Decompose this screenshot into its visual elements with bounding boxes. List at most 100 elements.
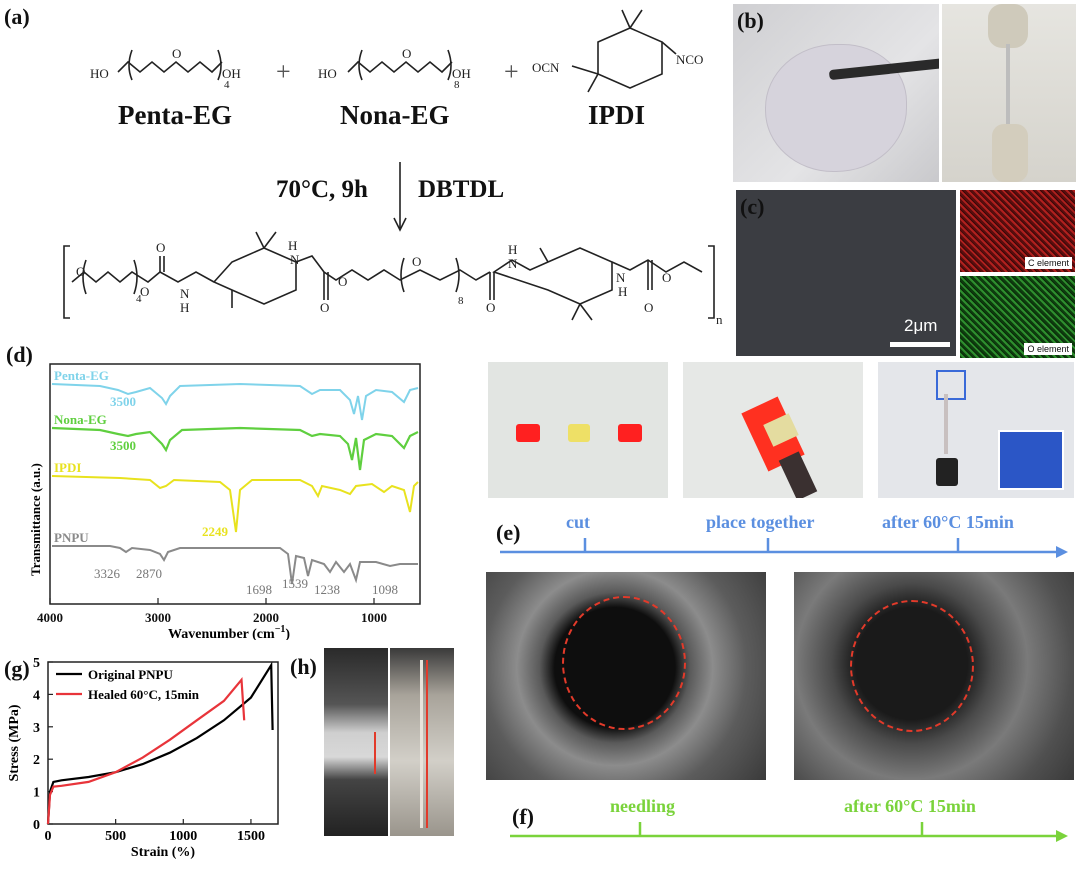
needling-micrograph [486, 572, 766, 780]
panel-label-g: (g) [4, 656, 30, 681]
y-tick-label: 0 [33, 818, 40, 833]
panel-label-a: (a) [4, 4, 30, 29]
sample-strip [944, 394, 948, 454]
ftir-xtick: 3000 [145, 610, 171, 625]
y-tick-label: 2 [33, 753, 40, 768]
gauge-length-marker [374, 732, 376, 774]
svg-text:O: O [486, 300, 495, 315]
timeline-f-step: needling [610, 796, 676, 816]
cut-photo [488, 362, 668, 498]
legend-label: Healed 60°C, 15min [88, 687, 200, 702]
place-together-photo [683, 362, 863, 498]
ftir-label-pnpu: PNPU [54, 530, 89, 545]
ftir-series-nona-eg [51, 426, 419, 471]
ftir-peak-nona-eg: 3500 [110, 438, 136, 453]
svg-text:O: O [172, 46, 181, 61]
scale-bar [890, 342, 950, 347]
panel-label-d: (d) [6, 342, 33, 367]
damage-circle [562, 596, 686, 730]
reaction-condition-temperature: 70°C, 9h [276, 176, 368, 203]
x-axis-label: Strain (%) [131, 845, 196, 860]
y-tick-label: 1 [33, 786, 40, 801]
panel-label-c: (c) [740, 194, 765, 219]
zoom-inset [998, 430, 1064, 490]
ftir-peak-pnpu: 1238 [314, 582, 340, 597]
red-piece [516, 424, 540, 442]
timeline-e-step: cut [566, 512, 590, 532]
svg-text:O: O [156, 240, 165, 255]
svg-text:4: 4 [136, 293, 142, 305]
ftir-peak-pnpu: 1698 [246, 582, 272, 597]
reactant-ipdi: IPDI [588, 100, 646, 130]
svg-text:H: H [180, 300, 189, 315]
svg-text:H: H [288, 238, 297, 253]
timeline-e-step: after 60°C 15min [882, 512, 1014, 532]
ftir-peak-pnpu: 1539 [282, 576, 308, 591]
y-tick-label: 3 [33, 721, 40, 736]
x-tick-label: 1000 [169, 829, 197, 844]
series-line-original [46, 661, 274, 825]
svg-text:+: + [276, 57, 291, 86]
stretched-sample [1006, 44, 1010, 142]
ftir-ylabel: Transmittance (a.u.) [28, 463, 43, 576]
svg-text:O: O [140, 284, 149, 299]
ftir-label-nona-eg: Nona-EG [54, 412, 107, 427]
ftir-peak-ipdi: 2249 [202, 524, 229, 539]
tensile-start-photo [324, 648, 388, 836]
svg-text:OH: OH [452, 66, 471, 81]
svg-text:OH: OH [222, 66, 241, 81]
stretch-photo [942, 4, 1076, 182]
c-element-map: C element [960, 190, 1075, 272]
y-tick-label: 4 [33, 688, 40, 703]
y-axis-label: Stress (MPa) [7, 704, 22, 781]
ftir-xtick: 4000 [37, 610, 63, 625]
glove-top [988, 4, 1028, 48]
x-tick-label: 1500 [237, 829, 265, 844]
y-tick-label: 5 [33, 656, 40, 671]
svg-text:O: O [662, 270, 671, 285]
panel-label-b: (b) [737, 8, 764, 33]
ftir-peak-pnpu: 2870 [136, 566, 162, 581]
panel-label-e: (e) [496, 520, 521, 545]
svg-text:8: 8 [454, 79, 460, 91]
ftir-xtick: 2000 [253, 610, 279, 625]
ftir-series-penta-eg [51, 382, 419, 421]
c-element-label: C element [1024, 257, 1072, 269]
timeline-e-step: place together [706, 512, 815, 532]
o-element-label: O element [1024, 343, 1072, 355]
x-tick-label: 500 [105, 829, 126, 844]
svg-text:N: N [290, 252, 300, 267]
svg-text:O: O [320, 300, 329, 315]
glove-bottom [992, 124, 1028, 182]
reaction-catalyst: DBTDL [418, 176, 505, 203]
svg-text:+: + [504, 57, 519, 86]
svg-text:4: 4 [224, 79, 230, 91]
svg-text:n: n [716, 312, 723, 327]
weight-test-photo [878, 362, 1074, 498]
svg-text:O: O [644, 300, 653, 315]
svg-text:NCO: NCO [676, 52, 703, 67]
timeline-f-step: after 60°C 15min [844, 796, 976, 816]
ftir-label-ipdi: IPDI [54, 460, 81, 475]
elongation-marker [426, 660, 428, 828]
synthesis-scheme: HO OH O 4 HO OH O 8 OCN NCO O 4 O O N H … [63, 9, 723, 327]
ftir-xtick: 1000 [361, 610, 387, 625]
o-element-map: O element [960, 276, 1075, 358]
plot-frame [47, 661, 279, 825]
ftir-peak-pnpu: 1098 [372, 582, 398, 597]
healed-circle [850, 600, 974, 732]
svg-text:H: H [618, 284, 627, 299]
x-tick-label: 0 [45, 829, 52, 844]
svg-text:N: N [616, 270, 626, 285]
svg-text:O: O [76, 264, 85, 279]
svg-text:O: O [402, 46, 411, 61]
svg-text:OCN: OCN [532, 60, 560, 75]
svg-text:HO: HO [90, 66, 109, 81]
ftir-peak-pnpu: 3326 [94, 566, 121, 581]
ftir-xlabel: Wavenumber (cm−1) [168, 624, 290, 640]
legend-label: Original PNPU [88, 667, 173, 682]
svg-text:O: O [412, 254, 421, 269]
ftir-series-pnpu [52, 545, 418, 585]
